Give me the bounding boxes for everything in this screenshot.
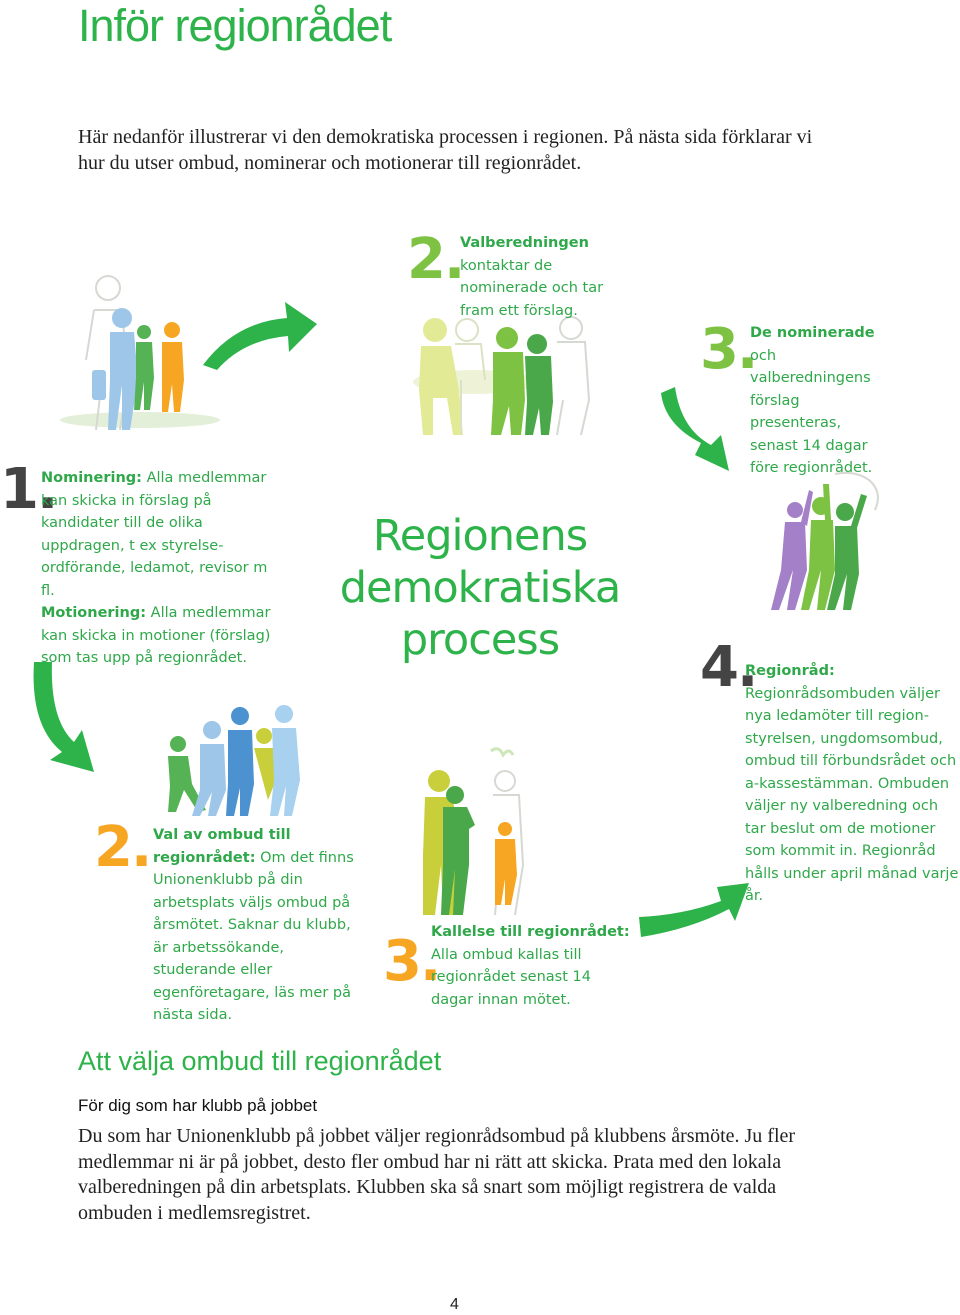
section-heading: Att välja ombud till regionrådet bbox=[78, 1046, 442, 1076]
people-cheering-illustration bbox=[771, 471, 879, 610]
step-2-bottom-label: Val av ombud till regionrådet: bbox=[153, 827, 291, 866]
nomination-label: Nominering: bbox=[41, 470, 142, 486]
step-3-top-number: 3. bbox=[700, 317, 758, 382]
step-4-number: 4. bbox=[700, 635, 758, 700]
arrow-icon bbox=[639, 883, 749, 937]
people-walking-illustration bbox=[60, 275, 220, 431]
arrow-icon bbox=[661, 387, 729, 471]
step-3-top-label: De nominerade bbox=[750, 325, 875, 341]
step-3-bottom-number: 3. bbox=[383, 929, 441, 994]
people-talking-illustration bbox=[168, 705, 300, 816]
page-title: Inför regionrådet bbox=[78, 0, 392, 51]
nomination-body: Alla medlemmar kan skicka in förslag på … bbox=[41, 470, 268, 599]
step-4-label: Regionråd: bbox=[745, 663, 835, 679]
step-2-top-label: Valberedningen bbox=[460, 235, 589, 251]
step-3-bottom-text: Kallelse till regionrådet: Alla ombud ka… bbox=[431, 921, 631, 1011]
step-3-bottom-label: Kallelse till regionrådet: bbox=[431, 924, 630, 940]
step-4-body: Regionrådsombuden väljer nya ledamöter t… bbox=[745, 685, 959, 905]
meeting-table-illustration bbox=[413, 316, 591, 436]
arrow-icon bbox=[203, 302, 317, 370]
center-line-1: Regionens bbox=[372, 511, 588, 561]
step-3-top-text: De nominerade och valberedningens försla… bbox=[750, 322, 890, 480]
step-3-bottom-body: Alla ombud kallas till regionrådet senas… bbox=[431, 946, 591, 1008]
arrow-icon bbox=[33, 662, 94, 772]
step-1-text: Nominering: Alla medlemmar kan skicka in… bbox=[41, 467, 276, 670]
motion-label: Motionering: bbox=[41, 605, 147, 621]
section-body: Du som har Unionenklubb på jobbet väljer… bbox=[78, 1125, 796, 1224]
step-4-text: Regionråd: Regionrådsombuden väljer nya … bbox=[745, 660, 960, 908]
step-2-bottom-text: Val av ombud till regionrådet: Om det fi… bbox=[153, 824, 368, 1027]
center-line-3: process bbox=[400, 615, 560, 665]
step-2-top-body: kon­taktar de nominerade och tar fram et… bbox=[460, 257, 604, 319]
intro-paragraph: Här nedanför illustrerar vi den demokrat… bbox=[78, 126, 813, 174]
section-subheading: För dig som har klubb på jobbet bbox=[78, 1096, 318, 1115]
motion-body: Alla medlemmar kan skicka in motioner (f… bbox=[41, 605, 271, 666]
people-greeting-illustration bbox=[423, 747, 525, 916]
cycle-center-title: Regionens demokratiska process bbox=[330, 510, 630, 666]
step-1-number: 1. bbox=[0, 457, 58, 522]
page-number: 4 bbox=[450, 1296, 459, 1313]
step-2-top-number: 2. bbox=[407, 227, 465, 292]
center-line-2: demokratiska bbox=[339, 563, 622, 613]
step-2-top-text: Valberedningen kon­taktar de nominerade … bbox=[460, 232, 620, 322]
step-2-bottom-body: Om det finns Unionenklubb på din arbetsp… bbox=[153, 849, 354, 1024]
step-2-bottom-number: 2. bbox=[94, 815, 152, 880]
step-3-top-body: och valberedningens förslag presenteras,… bbox=[750, 347, 873, 477]
